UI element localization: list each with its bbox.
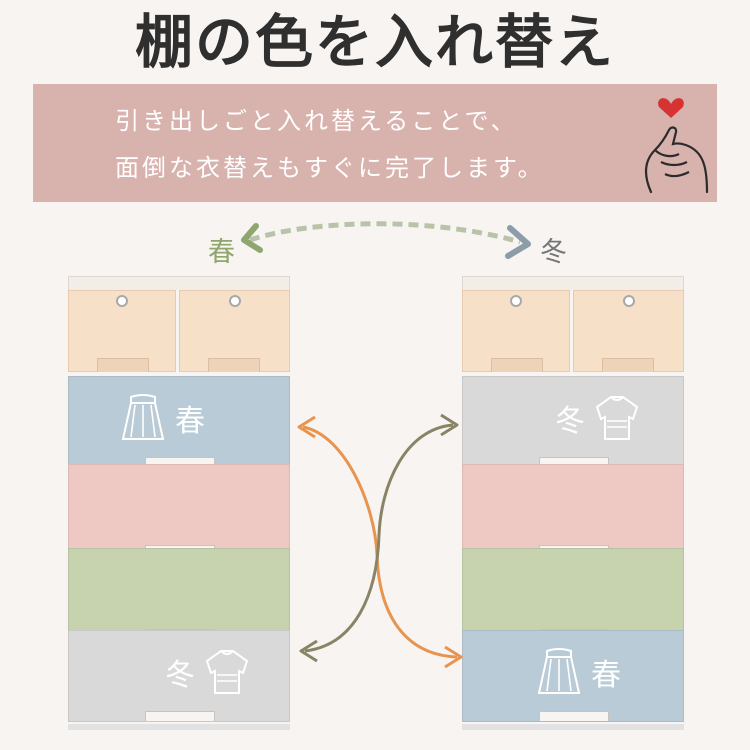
swap-arrow-icon	[241, 221, 531, 259]
drawer-label-text: 春	[175, 404, 205, 439]
season-label-spring: 春	[208, 237, 235, 268]
drawer-label-text: 春	[591, 658, 621, 693]
small-drawer	[179, 290, 290, 372]
finger-heart-icon	[645, 98, 709, 194]
drawer-winter: 冬	[68, 630, 290, 722]
swap-drawers-arrows-icon	[297, 413, 463, 669]
drawer-spring: 春	[68, 376, 290, 468]
cabinet-top	[68, 276, 290, 290]
drawer-cabinet-right: 冬 春	[462, 276, 684, 730]
lock-icon	[116, 295, 128, 307]
lock-icon	[228, 295, 241, 307]
drawer-handle	[145, 711, 215, 721]
lock-icon	[510, 295, 522, 307]
drawer-green	[68, 548, 290, 640]
small-drawer	[68, 290, 176, 372]
drawer-handle	[539, 711, 609, 721]
skirt-icon	[121, 394, 165, 440]
lock-icon	[622, 295, 635, 307]
cabinet-top	[462, 276, 684, 290]
sweater-icon	[595, 396, 639, 440]
drawer-label-text: 冬	[165, 658, 195, 693]
cabinet-base	[68, 724, 290, 730]
drawer-handle	[208, 358, 260, 372]
skirt-icon	[537, 648, 581, 694]
drawer-handle	[539, 457, 609, 467]
drawer-handle	[602, 358, 654, 372]
drawer-handle	[491, 358, 543, 372]
season-label-winter: 冬	[540, 237, 567, 268]
drawer-green	[462, 548, 684, 640]
banner-line-1: 引き出しごと入れ替えることで、	[115, 107, 518, 135]
drawer-label: 冬	[555, 391, 641, 445]
drawer-label: 春	[119, 391, 205, 445]
drawer-handle	[145, 457, 215, 467]
sweater-icon	[205, 650, 249, 694]
small-drawer	[462, 290, 570, 372]
drawer-cabinet-left: 春 冬	[68, 276, 290, 730]
drawer-label: 春	[535, 645, 621, 699]
drawer-spring: 春	[462, 630, 684, 722]
drawer-pink	[462, 464, 684, 556]
small-drawer	[573, 290, 684, 372]
page-title: 棚の色を入れ替え	[134, 8, 615, 76]
drawer-pink	[68, 464, 290, 556]
banner-line-2: 面倒な衣替えもすぐに完了します。	[115, 154, 545, 182]
cabinet-base	[462, 724, 684, 730]
drawer-label-text: 冬	[555, 404, 585, 439]
drawer-label: 冬	[165, 645, 251, 699]
drawer-winter: 冬	[462, 376, 684, 468]
drawer-handle	[97, 358, 149, 372]
info-banner: 引き出しごと入れ替えることで、 面倒な衣替えもすぐに完了します。	[33, 84, 717, 202]
